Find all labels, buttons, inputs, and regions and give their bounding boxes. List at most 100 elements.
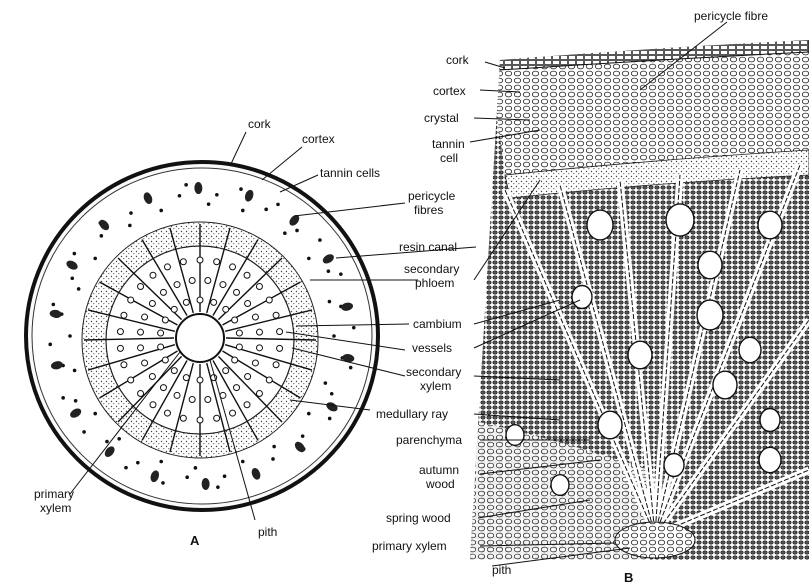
cortex-dot xyxy=(93,412,97,416)
vessel xyxy=(183,299,189,305)
vessel xyxy=(162,317,168,323)
cortex-dot xyxy=(215,193,219,197)
vessel xyxy=(214,259,220,265)
vessel xyxy=(244,402,250,408)
vessel xyxy=(245,300,251,306)
cortex-dot xyxy=(117,437,121,441)
vessel xyxy=(256,345,262,351)
vessel xyxy=(214,415,220,421)
cortex-dot xyxy=(352,326,356,330)
vessel xyxy=(713,371,737,399)
vessel xyxy=(236,344,242,350)
cortex-dot xyxy=(207,202,211,206)
vessel xyxy=(236,330,242,336)
label-parenchyma: parenchyma xyxy=(396,433,462,447)
vessel xyxy=(121,362,127,368)
vessel xyxy=(149,374,155,380)
label-autumn-wood-line1: autumn xyxy=(419,463,459,477)
vessel xyxy=(162,357,168,363)
cortex-dot xyxy=(178,194,182,198)
vessel xyxy=(266,297,272,303)
vessel xyxy=(128,377,134,383)
vessel xyxy=(180,415,186,421)
vessel xyxy=(256,283,262,289)
vessel xyxy=(628,341,652,369)
cortex-dot xyxy=(271,457,275,461)
vessel xyxy=(277,329,283,335)
vessel xyxy=(277,345,283,351)
vessel xyxy=(266,377,272,383)
vessel xyxy=(211,299,217,305)
cortex-dot xyxy=(70,276,74,280)
vessel xyxy=(220,282,226,288)
cortex-dot xyxy=(307,257,311,261)
label-pericycle-fibre: pericycle fibre xyxy=(694,9,768,23)
label-medullary-ray: medullary ray xyxy=(376,407,448,421)
cortex-dot xyxy=(283,231,287,235)
cortex-dot xyxy=(105,440,109,444)
caption-a: A xyxy=(190,533,200,548)
cortex-dot xyxy=(129,211,133,215)
vessel xyxy=(128,297,134,303)
vessel xyxy=(234,385,240,391)
vessel xyxy=(205,396,211,402)
label-pericycle-fibres-line1: pericycle xyxy=(408,189,456,203)
cortex-dot xyxy=(339,272,343,276)
cortex-dot xyxy=(327,269,331,273)
cortex-dot xyxy=(307,412,311,416)
label-pith-a: pith xyxy=(258,525,277,539)
vessel xyxy=(223,368,229,374)
cortex-dot xyxy=(74,399,78,403)
cortex-dot xyxy=(159,460,163,464)
caption-b: B xyxy=(624,570,633,585)
vessel xyxy=(506,425,524,446)
cortex-dot xyxy=(239,187,243,191)
vessel xyxy=(158,330,164,336)
diagram-a-section xyxy=(26,162,378,510)
label-secondary-phloem-line1: secondary xyxy=(404,262,459,276)
cortex-dot xyxy=(241,460,245,464)
cortex-dot xyxy=(82,430,86,434)
vessel xyxy=(197,257,203,263)
cortex-dot xyxy=(93,257,97,261)
vessel xyxy=(138,283,144,289)
vessel xyxy=(171,306,177,312)
label-cambium: cambium xyxy=(413,317,462,331)
vessel xyxy=(598,411,622,439)
label-cortex-b: cortex xyxy=(433,84,466,98)
vessel xyxy=(230,264,236,270)
pith-a xyxy=(176,314,224,362)
label-primary-xylem-b: primary xylem xyxy=(372,539,447,553)
vessel xyxy=(160,289,166,295)
cortex-dot xyxy=(328,417,332,421)
label-secondary-phloem-line2: phloem xyxy=(415,276,454,290)
cortex-dot xyxy=(318,238,322,242)
cortex-dot xyxy=(272,445,276,449)
vessel xyxy=(256,329,262,335)
cortex-dot xyxy=(295,229,299,233)
vessel xyxy=(587,210,613,240)
vessel xyxy=(150,402,156,408)
label-autumn-wood-line2: wood xyxy=(425,477,455,491)
vessel xyxy=(252,360,258,366)
label-primary-xylem-a-line2: xylem xyxy=(40,501,71,515)
cortex-dot xyxy=(216,485,220,489)
label-secondary-xylem-line2: xylem xyxy=(420,379,451,393)
vessel xyxy=(164,264,170,270)
cortex-dot xyxy=(330,392,334,396)
label-resin-canal: resin canal xyxy=(399,240,457,254)
label-spring-wood: spring wood xyxy=(386,511,451,525)
vessel xyxy=(189,278,195,284)
label-pith-b: pith xyxy=(492,563,511,577)
vessel xyxy=(551,475,569,496)
cortex-dot xyxy=(48,343,52,347)
vessel xyxy=(697,300,723,330)
cortex-dot xyxy=(161,481,165,485)
cortex-dot xyxy=(328,300,332,304)
vessel xyxy=(244,272,250,278)
vessel xyxy=(205,278,211,284)
vessel xyxy=(739,337,761,362)
vessel xyxy=(160,385,166,391)
cortex-dot xyxy=(194,466,198,470)
label-cork-b: cork xyxy=(446,53,470,67)
